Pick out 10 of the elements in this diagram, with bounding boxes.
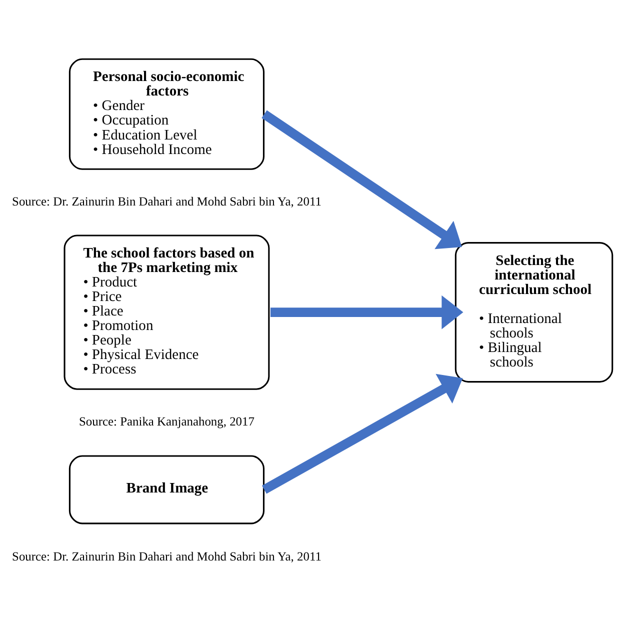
node-box: Personal socio-economic factors • Gender • Occupation • Education Level • Household Income: [68, 58, 265, 170]
arrow: [270, 294, 464, 329]
node-box: The school factors based on the 7Ps marketing mix • Product • Price • Place • Promotion • People • Physical Evidence • Process: [64, 234, 270, 390]
node-box: Brand Image: [68, 454, 265, 524]
node-label: Source: Dr. Zainurin Bin Dahari and Mohd Sabri bin Ya, 2011: [12, 548, 322, 563]
node-label: Source: Dr. Zainurin Bin Dahari and Mohd Sabri bin Ya, 2011: [12, 194, 322, 208]
node-label: Source: Panika Kanjanahong, 2017: [78, 414, 254, 428]
arrow: [262, 373, 463, 494]
arrow: [262, 110, 462, 249]
node-box: Selecting the international curriculum school • International schools • Bilingual schools: [454, 242, 614, 382]
